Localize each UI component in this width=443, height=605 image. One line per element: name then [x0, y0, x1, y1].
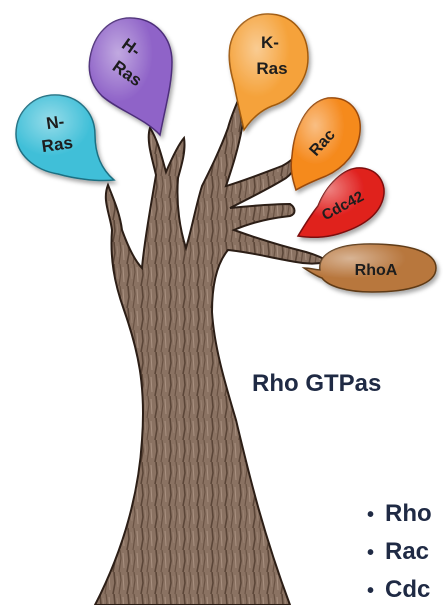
kras-label-line1: K- — [261, 33, 279, 52]
kras-label-line2: Ras — [256, 59, 287, 78]
kras-balloon — [228, 13, 309, 132]
rhoa-balloon — [301, 243, 437, 293]
cdc42-balloon — [296, 167, 385, 239]
list-item-label: Rac — [385, 538, 430, 565]
list-item: • Rac — [367, 533, 432, 571]
rac-balloon — [290, 97, 361, 192]
list-item-label: Rho — [385, 500, 432, 527]
bullet-icon: • — [367, 504, 375, 526]
nras-label-line2: Ras — [40, 133, 74, 156]
list-item-label: Cdc — [385, 576, 431, 603]
bullet-icon: • — [367, 580, 375, 602]
list-item: • Cdc — [367, 571, 432, 605]
rhoa-label: RhoA — [355, 262, 398, 279]
rho-gtpase-heading: Rho GTPas — [252, 370, 382, 397]
nras-label-line1: N- — [45, 112, 65, 133]
bullet-icon: • — [367, 542, 375, 564]
hras-balloon — [88, 17, 173, 137]
rho-family-list: • Rho • Rac • Cdc — [367, 495, 432, 605]
list-item: • Rho — [367, 495, 432, 533]
nras-balloon — [15, 94, 116, 182]
